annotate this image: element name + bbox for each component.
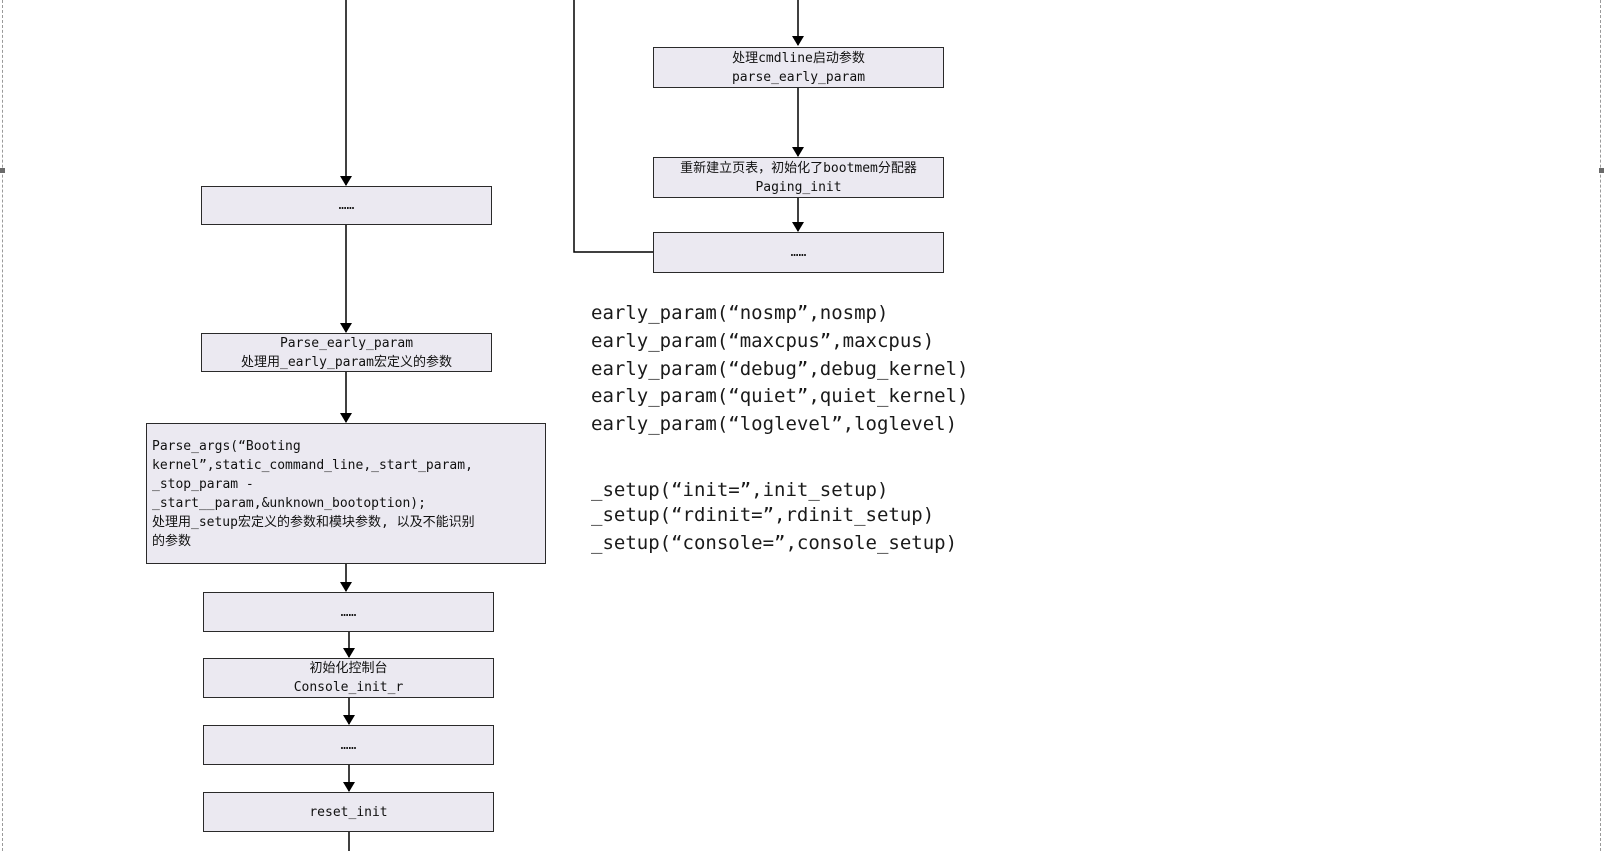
flow-box-dots-2: ……	[203, 592, 494, 632]
flow-box-cmdline: 处理cmdline启动参数 parse_early_param	[653, 47, 944, 88]
box-text-line-5: 处理用_setup宏定义的参数和模块参数, 以及不能识别	[152, 514, 475, 530]
box-text-line-2: parse_early_param	[731, 69, 866, 85]
box-text-line-2: Paging_init	[755, 179, 842, 195]
flow-box-dots-right: ……	[653, 232, 944, 273]
box-text-line-2: 处理用_early_param宏定义的参数	[241, 354, 452, 370]
flow-box-dots-1: ……	[201, 186, 492, 225]
code-line: early_param(“maxcpus”,maxcpus)	[591, 330, 935, 352]
box-text-line-1: 重新建立页表，初始化了bootmem分配器	[680, 160, 917, 176]
flow-box-parse-early-param: Parse_early_param 处理用_early_param宏定义的参数	[201, 333, 492, 372]
flow-box-paging-init: 重新建立页表，初始化了bootmem分配器 Paging_init	[653, 157, 944, 198]
flow-box-dots-3: ……	[203, 725, 494, 765]
code-line: _setup(“console=”,console_setup)	[591, 532, 958, 554]
box-text: ……	[338, 198, 355, 213]
code-line: _setup(“init=”,init_setup)	[591, 479, 889, 501]
box-text-line-2: Console_init_r	[293, 680, 404, 695]
line-dots-back-to-top	[573, 0, 653, 253]
box-text: ……	[340, 604, 357, 620]
box-text-line-1: Parse_early_param	[279, 335, 414, 351]
code-line: early_param(“nosmp”,nosmp)	[591, 302, 889, 324]
box-text-line-1: Parse_args(“Booting	[152, 438, 301, 454]
box-text: ……	[340, 737, 357, 753]
page-border-left	[2, 0, 3, 851]
flow-box-parse-args: Parse_args(“Booting kernel”,static_comma…	[146, 423, 546, 564]
code-line: early_param(“quiet”,quiet_kernel)	[591, 385, 969, 407]
early-param-code-block: early_param(“nosmp”,nosmp) early_param(“…	[591, 302, 1061, 442]
box-text-line-1: 初始化控制台	[309, 661, 388, 676]
page-edge-marker-left	[0, 168, 5, 173]
box-text-line-4: _start__param,&unknown_bootoption);	[152, 495, 426, 511]
box-text-line-3: _stop_param -	[152, 476, 254, 492]
page-border-right	[1600, 0, 1601, 851]
box-text: reset_init	[309, 804, 388, 820]
box-text: ……	[790, 245, 807, 260]
flow-box-reset-init: reset_init	[203, 792, 494, 832]
box-text-line-6: 的参数	[152, 533, 192, 549]
code-line: early_param(“loglevel”,loglevel)	[591, 413, 958, 435]
page-edge-marker-right	[1599, 168, 1604, 173]
code-line: early_param(“debug”,debug_kernel)	[591, 358, 969, 380]
box-text-line-1: 处理cmdline启动参数	[732, 50, 865, 66]
code-line: _setup(“rdinit=”,rdinit_setup)	[591, 504, 935, 526]
flow-box-console-init: 初始化控制台 Console_init_r	[203, 658, 494, 698]
box-text-line-2: kernel”,static_command_line,_start_param…	[152, 457, 473, 473]
setup-code-block: _setup(“init=”,init_setup) _setup(“rdini…	[591, 479, 1061, 569]
